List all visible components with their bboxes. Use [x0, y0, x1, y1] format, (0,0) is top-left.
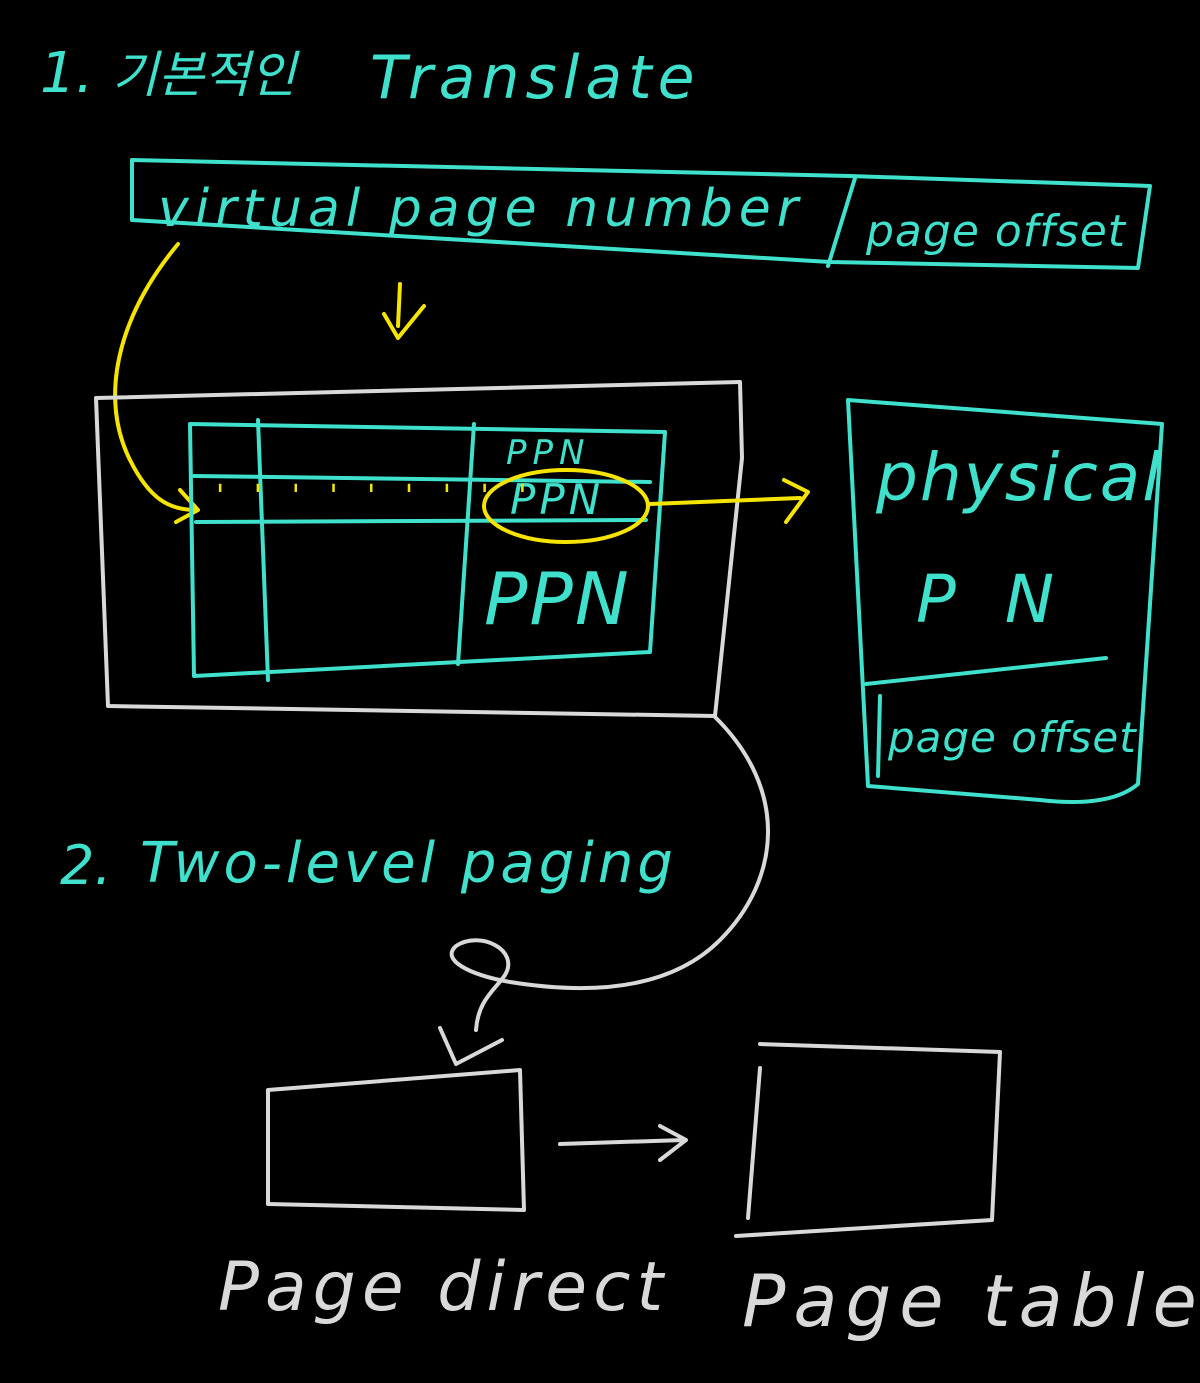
physical-line2: P N	[916, 561, 1068, 638]
page-directory-label: Page direct	[218, 1248, 669, 1327]
section1-korean: 기본적인	[112, 46, 300, 104]
physical-divider	[864, 656, 1108, 686]
section2-number: 2.	[60, 834, 112, 897]
ppn-entry-3: PPN	[484, 557, 631, 641]
row-dashes: ' ' ' ' ' ' ' ' '	[216, 479, 537, 514]
vpn-offset-divider	[826, 176, 857, 268]
vpn-to-entry-arrow	[113, 242, 198, 512]
section2-title: Two-level paging	[140, 831, 677, 896]
virtual-address-box	[130, 158, 1152, 270]
page-directory-box	[266, 1068, 526, 1212]
grid-row-line-1	[192, 474, 652, 484]
vpn-to-entry-arrowhead	[174, 488, 200, 524]
connector-curve	[449, 714, 770, 1032]
grid-col-line-2	[456, 422, 476, 666]
physical-offset-divider	[876, 694, 882, 778]
grid-col-line-1	[256, 418, 270, 682]
physical-address-box	[846, 398, 1164, 804]
ppn-to-physical-arrow	[648, 496, 802, 506]
ppn-entry-1: PPN	[506, 433, 590, 473]
ppn-to-physical-arrowhead	[782, 478, 810, 524]
directory-to-table-arrow	[558, 1124, 688, 1162]
page-table-box	[734, 1042, 1002, 1238]
physical-line1: physical	[875, 439, 1163, 516]
vpn-label: virtual page number	[158, 179, 804, 239]
grid-row-line-2	[194, 518, 648, 524]
section1-number: 1.	[40, 41, 93, 106]
page-table-label: Page table	[742, 1259, 1200, 1343]
selected-ppn-circle	[482, 468, 650, 544]
section1-title: Translate	[370, 43, 701, 113]
down-arrow	[382, 282, 426, 340]
ppn-entry-2: PPN	[510, 475, 604, 524]
connector-arrowhead	[438, 1026, 504, 1066]
page-table-outer-box	[94, 380, 744, 718]
physical-offset-label: page offset	[887, 713, 1137, 762]
page-table-grid	[188, 422, 667, 678]
offset-label: page offset	[865, 206, 1127, 257]
